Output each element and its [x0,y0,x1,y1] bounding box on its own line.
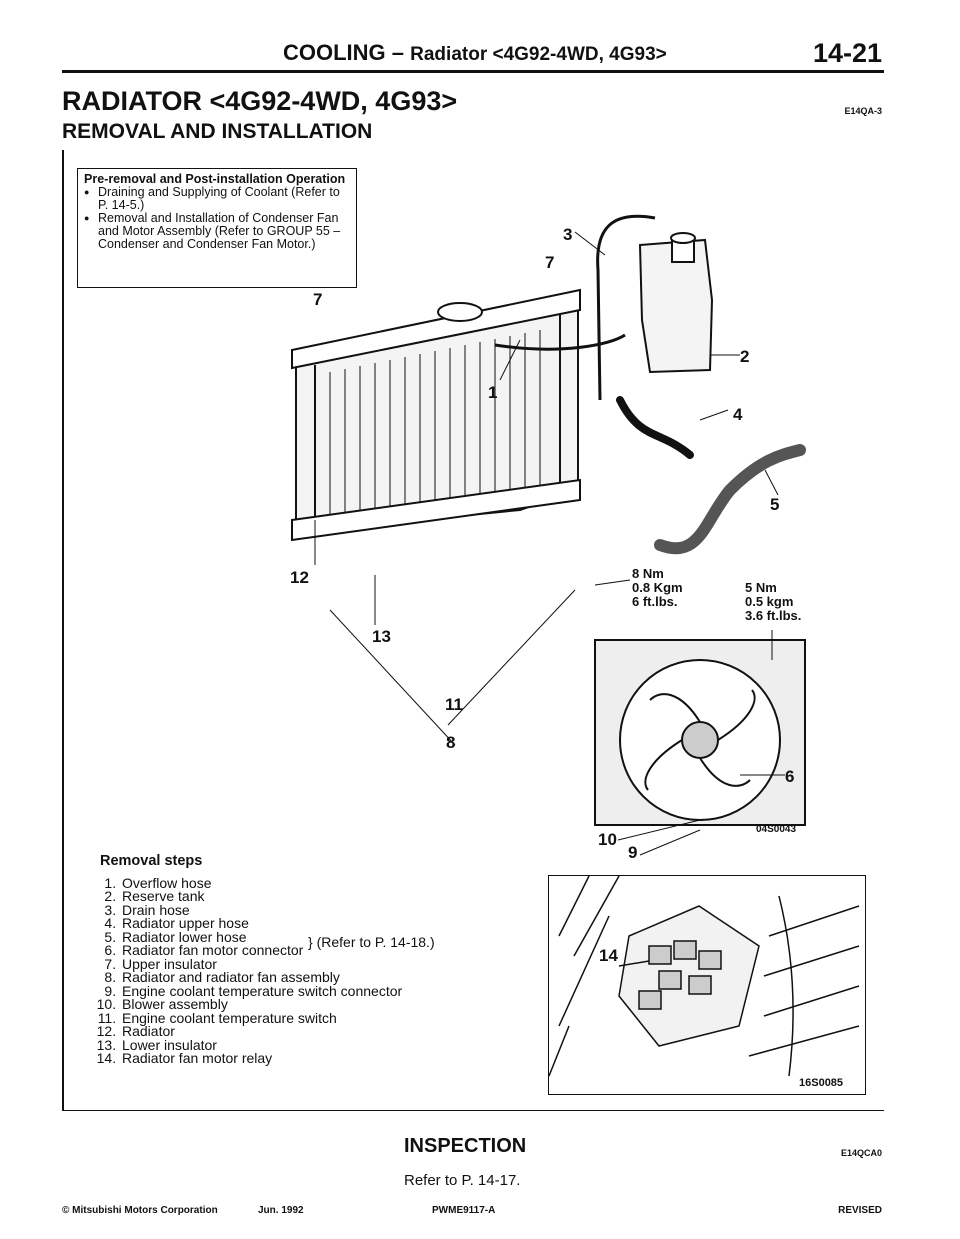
callout-14: 14 [599,946,618,965]
pre-removal-list: Draining and Supplying of Coolant (Refer… [84,186,350,251]
removal-step: Radiator upper hose [120,916,480,931]
hose-reference-text: (Refer to P. 14-18.) [316,934,435,950]
header-rule [62,70,884,73]
header-title: COOLING – Radiator <4G92-4WD, 4G93> [283,40,667,66]
radiator-exploded-diagram: 1 2 3 4 5 6 7 7 8 9 10 11 12 13 8 Nm 0.8… [290,214,806,862]
removal-step: Overflow hose [120,876,480,891]
removal-step: Lower insulator [120,1038,480,1053]
pre-removal-title: Pre-removal and Post-installation Operat… [84,172,346,186]
reserve-tank [638,232,714,374]
section-title: RADIATOR <4G92-4WD, 4G93> [62,86,458,116]
figure-code-inset: 16S0085 [799,1077,843,1089]
brace-icon: } [308,934,313,950]
footer-copyright: © Mitsubishi Motors Corporation [62,1205,218,1216]
section-subtitle: REMOVAL AND INSTALLATION [62,120,373,143]
torque-b-nm: 5 Nm [745,580,777,595]
pre-removal-item: Draining and Supplying of Coolant (Refer… [84,186,350,212]
callout-7a: 7 [545,253,554,272]
hose-reference-note: } (Refer to P. 14-18.) [308,934,435,950]
callout-2: 2 [740,347,749,366]
section-code: E14QA-3 [844,106,882,116]
torque-b-kgm: 0.5 kgm [745,594,793,609]
callout-8: 8 [446,733,455,752]
torque-a-nm: 8 Nm [632,566,664,581]
inspection-title: INSPECTION [404,1135,527,1157]
footer-doc-number: PWME9117-A [432,1205,496,1216]
removal-step: Reserve tank [120,889,480,904]
footer-date: Jun. 1992 [258,1205,304,1216]
figure-code-main: 04S0043 [756,824,796,835]
footer-status: REVISED [838,1205,882,1216]
relay-inset-drawing: 14 16S0085 [548,875,860,1089]
radiator-core [291,288,581,542]
removal-steps: Removal steps Overflow hose Reserve tank… [100,853,480,1066]
header-section: COOLING – [283,40,405,65]
header-subtitle: Radiator <4G92-4WD, 4G93> [410,44,667,65]
torque-a-ftlbs: 6 ft.lbs. [632,594,678,609]
bottom-rule [62,1110,884,1111]
callout-10: 10 [598,830,617,849]
callout-6: 6 [785,767,794,786]
relay-inset: 14 16S0085 [548,875,866,1095]
removal-step: Radiator fan motor connector [120,943,480,958]
removal-step: Engine coolant temperature switch [120,1011,480,1026]
removal-step: Radiator fan motor relay [120,1051,480,1066]
callout-1: 1 [488,383,497,402]
removal-step: Radiator and radiator fan assembly [120,970,480,985]
removal-steps-list: Overflow hose Reserve tank Drain hose Ra… [100,876,480,1066]
page-number: 14-21 [812,38,882,68]
removal-step: Engine coolant temperature switch connec… [120,984,480,999]
removal-step: Upper insulator [120,957,480,972]
radiator-fan-assembly [594,639,806,826]
inspection-code: E14QCA0 [840,1148,882,1158]
removal-step: Radiator lower hose [120,930,480,945]
inspection-text: Refer to P. 14-17. [404,1172,521,1189]
radiator-cap [437,302,483,322]
left-rule [62,150,64,1110]
torque-b-ftlbs: 3.6 ft.lbs. [745,608,801,623]
callout-13: 13 [372,627,391,646]
removal-step: Radiator [120,1024,480,1039]
removal-step: Blower assembly [120,997,480,1012]
torque-a-kgm: 0.8 Kgm [632,580,683,595]
callout-7b: 7 [313,290,322,309]
callout-9: 9 [628,843,637,862]
callout-5: 5 [770,495,779,514]
callout-11: 11 [445,695,463,714]
callout-12: 12 [290,568,309,587]
pre-removal-item: Removal and Installation of Condenser Fa… [84,212,350,251]
callout-3: 3 [563,225,572,244]
pre-removal-box: Pre-removal and Post-installation Operat… [77,168,357,288]
callout-4: 4 [733,405,743,424]
removal-steps-title: Removal steps [100,853,203,869]
removal-step: Drain hose [120,903,480,918]
